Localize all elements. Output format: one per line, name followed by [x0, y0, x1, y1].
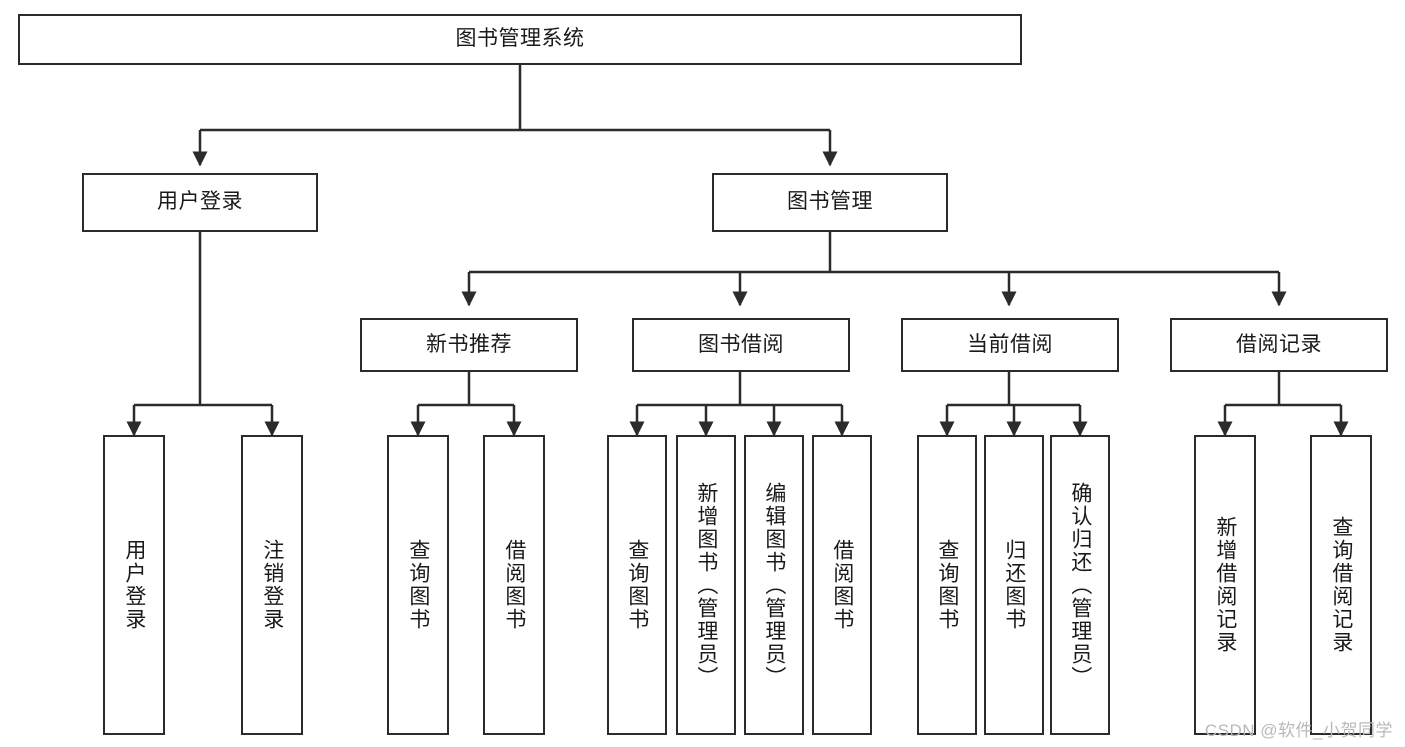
node-leaf-borrow-book[interactable]: 借阅图书 [812, 435, 872, 735]
node-leaf-confirm-return-admin[interactable]: 确认归还（管理员） [1050, 435, 1110, 735]
node-leaf-query-book-current-label: 查询图书 [935, 539, 959, 631]
node-leaf-add-borrow-record[interactable]: 新增借阅记录 [1194, 435, 1256, 735]
node-current-borrow[interactable]: 当前借阅 [901, 318, 1119, 372]
node-leaf-query-book-borrow-label: 查询图书 [625, 539, 649, 631]
node-leaf-borrow-book-rec[interactable]: 借阅图书 [483, 435, 545, 735]
node-leaf-query-book-rec[interactable]: 查询图书 [387, 435, 449, 735]
node-borrow-record-label: 借阅记录 [1236, 332, 1322, 356]
node-root[interactable]: 图书管理系统 [18, 14, 1022, 65]
node-book-borrow-label: 图书借阅 [698, 332, 784, 356]
node-borrow-record[interactable]: 借阅记录 [1170, 318, 1388, 372]
node-user-login-label: 用户登录 [157, 190, 243, 214]
node-new-book-rec-label: 新书推荐 [426, 332, 512, 356]
node-leaf-add-borrow-record-label: 新增借阅记录 [1213, 516, 1237, 654]
node-book-borrow[interactable]: 图书借阅 [632, 318, 850, 372]
node-leaf-return-book-label: 归还图书 [1002, 539, 1026, 631]
node-new-book-rec[interactable]: 新书推荐 [360, 318, 578, 372]
node-leaf-logout[interactable]: 注销登录 [241, 435, 303, 735]
node-leaf-user-login[interactable]: 用户登录 [103, 435, 165, 735]
node-book-manage-label: 图书管理 [787, 190, 873, 214]
node-leaf-borrow-book-rec-label: 借阅图书 [502, 539, 526, 631]
node-user-login[interactable]: 用户登录 [82, 173, 318, 232]
node-leaf-query-borrow-record-label: 查询借阅记录 [1329, 516, 1353, 654]
node-leaf-edit-book-admin-label: 编辑图书（管理员） [762, 481, 786, 689]
node-leaf-confirm-return-admin-label: 确认归还（管理员） [1068, 481, 1092, 689]
node-leaf-edit-book-admin[interactable]: 编辑图书（管理员） [744, 435, 804, 735]
watermark-text: CSDN @软件_小贺同学 [1204, 721, 1393, 740]
node-leaf-add-book-admin-label: 新增图书（管理员） [694, 481, 718, 689]
node-current-borrow-label: 当前借阅 [967, 332, 1053, 356]
node-root-label: 图书管理系统 [455, 27, 585, 51]
node-leaf-user-login-label: 用户登录 [122, 539, 146, 631]
node-leaf-query-book-current[interactable]: 查询图书 [917, 435, 977, 735]
node-leaf-query-book-borrow[interactable]: 查询图书 [607, 435, 667, 735]
node-leaf-query-borrow-record[interactable]: 查询借阅记录 [1310, 435, 1372, 735]
node-leaf-query-book-rec-label: 查询图书 [406, 539, 430, 631]
node-leaf-logout-label: 注销登录 [260, 539, 284, 631]
node-book-manage[interactable]: 图书管理 [712, 173, 948, 232]
node-leaf-add-book-admin[interactable]: 新增图书（管理员） [676, 435, 736, 735]
node-leaf-return-book[interactable]: 归还图书 [984, 435, 1044, 735]
node-leaf-borrow-book-label: 借阅图书 [830, 539, 854, 631]
